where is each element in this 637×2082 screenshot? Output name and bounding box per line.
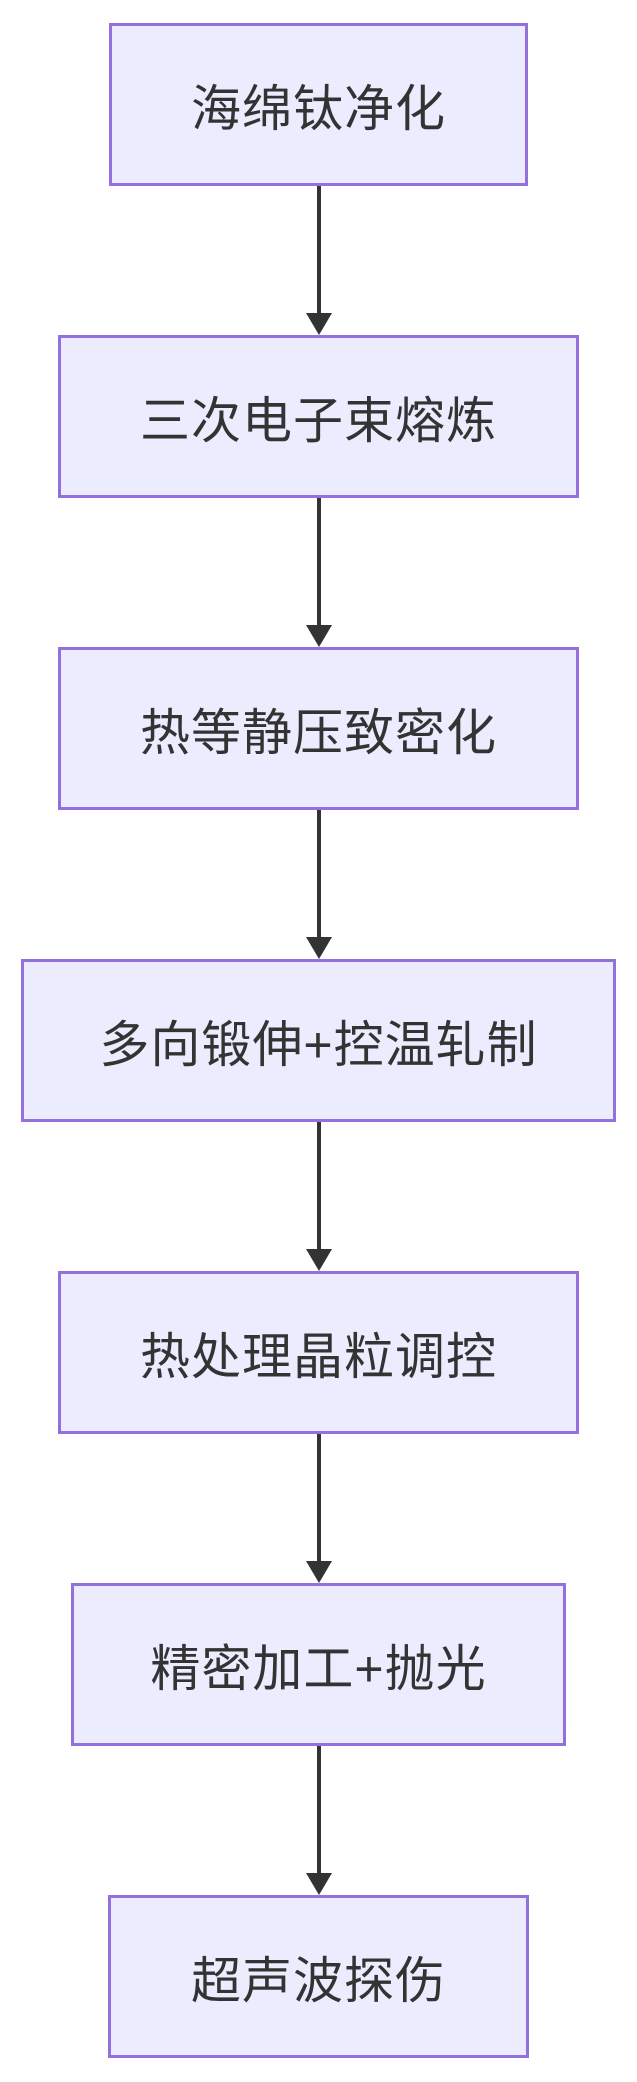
flow-edge-1: [305, 186, 332, 335]
node-label-step-2: 三次电子束熔炼: [140, 392, 497, 449]
arrowhead-down-icon: [305, 625, 332, 647]
edge-line: [316, 1746, 321, 1878]
flow-node-step-1: 海绵钛净化: [109, 23, 528, 186]
flow-edge-6: [305, 1746, 332, 1895]
edge-line: [316, 186, 321, 318]
node-label-step-4: 多向锻伸+控温轧制: [99, 1016, 538, 1073]
arrowhead-down-icon: [305, 313, 332, 335]
arrowhead-down-icon: [305, 937, 332, 959]
node-label-step-3: 热等静压致密化: [140, 704, 497, 761]
node-label-step-5: 热处理晶粒调控: [140, 1328, 497, 1385]
flow-node-step-2: 三次电子束熔炼: [58, 335, 579, 498]
edge-line: [316, 810, 321, 942]
edge-line: [316, 498, 321, 630]
flow-node-step-7: 超声波探伤: [108, 1895, 529, 2058]
node-label-step-6: 精密加工+抛光: [150, 1640, 487, 1697]
edge-line: [316, 1122, 321, 1254]
node-label-step-1: 海绵钛净化: [191, 80, 446, 137]
arrowhead-down-icon: [305, 1249, 332, 1271]
flow-edge-2: [305, 498, 332, 647]
arrowhead-down-icon: [305, 1561, 332, 1583]
edge-line: [316, 1434, 321, 1566]
arrowhead-down-icon: [305, 1873, 332, 1895]
flow-node-step-6: 精密加工+抛光: [71, 1583, 566, 1746]
flow-node-step-3: 热等静压致密化: [58, 647, 579, 810]
flow-edge-4: [305, 1122, 332, 1271]
flow-node-step-5: 热处理晶粒调控: [58, 1271, 579, 1434]
flow-node-step-4: 多向锻伸+控温轧制: [21, 959, 616, 1122]
flow-edge-3: [305, 810, 332, 959]
node-label-step-7: 超声波探伤: [191, 1952, 446, 2009]
flow-edge-5: [305, 1434, 332, 1583]
